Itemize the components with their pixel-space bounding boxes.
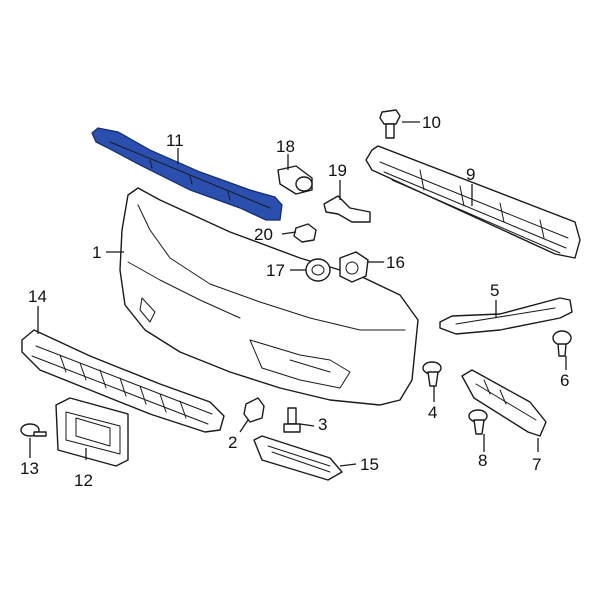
callout-18: 18	[276, 137, 295, 156]
callout-6: 6	[560, 371, 569, 390]
callout-7: 7	[532, 455, 541, 474]
part-17-sensor-retainer[interactable]	[305, 258, 331, 282]
part-19-sensor-bracket[interactable]	[323, 195, 371, 223]
part-9-reinforcement-bar[interactable]	[365, 145, 581, 259]
part-15-side-grille[interactable]	[253, 435, 343, 481]
part-14-lower-grille[interactable]	[21, 329, 225, 433]
leader-lines	[29, 121, 567, 467]
part-7-mounting-bracket[interactable]	[461, 369, 547, 437]
part-18-sensor[interactable]	[277, 165, 313, 195]
callout-4: 4	[428, 403, 437, 422]
part-6-fastener[interactable]	[552, 330, 572, 357]
callout-labels: 1 11 10 9 18 19 20 17 16 5 6 4 7 8 14 12…	[20, 113, 569, 490]
part-2-clip[interactable]	[243, 397, 265, 423]
part-12-license-bracket[interactable]	[55, 397, 129, 467]
part-4-clip[interactable]	[422, 361, 442, 387]
callout-15: 15	[360, 455, 379, 474]
callout-9: 9	[466, 165, 475, 184]
callout-10: 10	[422, 113, 441, 132]
callout-17: 17	[266, 261, 285, 280]
callout-8: 8	[478, 451, 487, 470]
callout-11: 11	[166, 131, 184, 150]
callout-12: 12	[74, 471, 93, 490]
callout-20: 20	[254, 225, 273, 244]
callout-16: 16	[386, 253, 405, 272]
callout-2: 2	[228, 433, 237, 452]
callout-19: 19	[328, 161, 347, 180]
part-11-upper-absorber[interactable]	[91, 127, 283, 221]
callout-5: 5	[490, 281, 499, 300]
callout-14: 14	[28, 287, 47, 306]
callout-13: 13	[20, 459, 39, 478]
part-8-clip[interactable]	[468, 409, 488, 435]
callout-1: 1	[92, 243, 101, 262]
part-3-bolt[interactable]	[283, 407, 301, 433]
callout-3: 3	[318, 415, 327, 434]
part-1-bumper-cover[interactable]	[119, 187, 419, 406]
part-13-screw[interactable]	[20, 423, 47, 437]
part-20-clip[interactable]	[293, 223, 317, 243]
part-5-side-bracket[interactable]	[439, 297, 573, 335]
part-10-bolt[interactable]	[379, 109, 401, 139]
part-16-sensor[interactable]	[339, 251, 369, 283]
